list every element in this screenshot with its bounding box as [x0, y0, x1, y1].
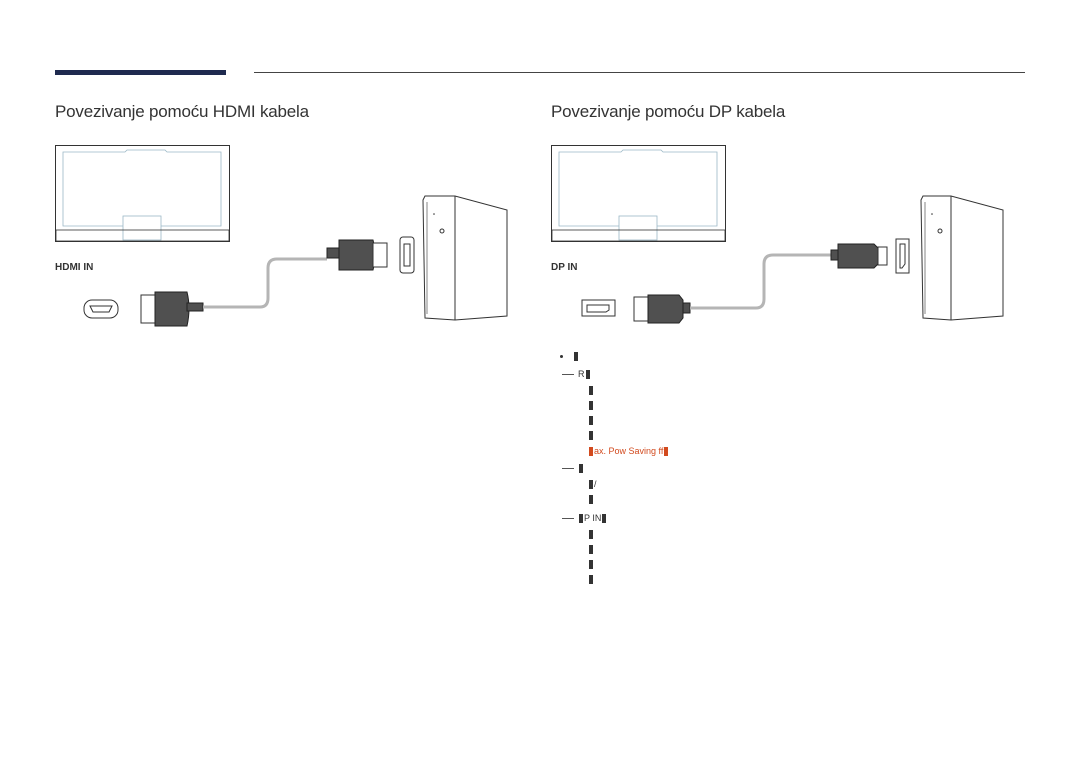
illegible-text [589, 480, 593, 490]
note-line [588, 559, 594, 570]
illegible-text [589, 386, 593, 396]
setting-reference-text: ax. Pow Saving ff [594, 446, 664, 456]
note-dash-item: R [562, 369, 591, 380]
note-text: P IN [584, 513, 602, 523]
note-line [588, 430, 594, 441]
illegible-text [574, 352, 578, 362]
note-dash-item [562, 463, 584, 474]
monitor-icon [55, 145, 230, 242]
note-line: / [588, 479, 597, 490]
note-bullet [560, 351, 579, 362]
note-line [588, 400, 594, 411]
header-accent-bar [55, 70, 226, 75]
illegible-text [664, 447, 669, 457]
illegible-text [585, 370, 590, 380]
dp-in-label: DP IN [551, 262, 578, 273]
dp-port-icon [581, 299, 616, 317]
illegible-text [589, 560, 593, 570]
dash-icon [562, 468, 574, 470]
hdmi-in-label: HDMI IN [55, 262, 94, 273]
note-line [588, 415, 594, 426]
illegible-text [589, 575, 593, 585]
monitor-icon [551, 145, 726, 242]
illegible-text [602, 514, 607, 524]
dp-section-title: Povezivanje pomoću DP kabela [551, 102, 786, 121]
dp-connection-diagram: DP IN [551, 140, 1021, 330]
illegible-text [589, 416, 593, 426]
dash-icon [562, 518, 574, 520]
cable-icon [203, 257, 327, 309]
header-rule [254, 72, 1025, 73]
hdmi-plug-icon [326, 239, 388, 271]
note-setting-reference: ax. Pow Saving ff [588, 446, 669, 457]
illegible-text [589, 401, 593, 411]
illegible-text [589, 495, 593, 505]
illegible-text [579, 514, 583, 524]
dp-plug-icon [633, 294, 691, 324]
illegible-text [579, 464, 583, 474]
pc-tower-icon [920, 195, 1004, 321]
pc-tower-icon [422, 195, 508, 321]
hdmi-connection-diagram: HDMI IN [55, 140, 525, 330]
dp-plug-icon [830, 243, 888, 269]
note-line [588, 385, 594, 396]
cable-icon [690, 253, 831, 310]
bullet-icon [560, 355, 563, 358]
illegible-text [589, 447, 593, 457]
note-dash-item: P IN [562, 513, 607, 524]
note-text: / [594, 479, 597, 489]
illegible-text [589, 530, 593, 540]
note-text: R [578, 369, 585, 379]
note-line [588, 574, 594, 585]
dp-port-icon [895, 238, 910, 274]
hdmi-port-icon [83, 299, 119, 319]
hdmi-plug-icon [140, 291, 204, 327]
illegible-text [589, 431, 593, 441]
hdmi-port-icon [399, 236, 415, 274]
illegible-text [589, 545, 593, 555]
hdmi-section-title: Povezivanje pomoću HDMI kabela [55, 102, 309, 121]
note-line [588, 544, 594, 555]
note-line [588, 494, 594, 505]
dash-icon [562, 374, 574, 376]
note-line [588, 529, 594, 540]
